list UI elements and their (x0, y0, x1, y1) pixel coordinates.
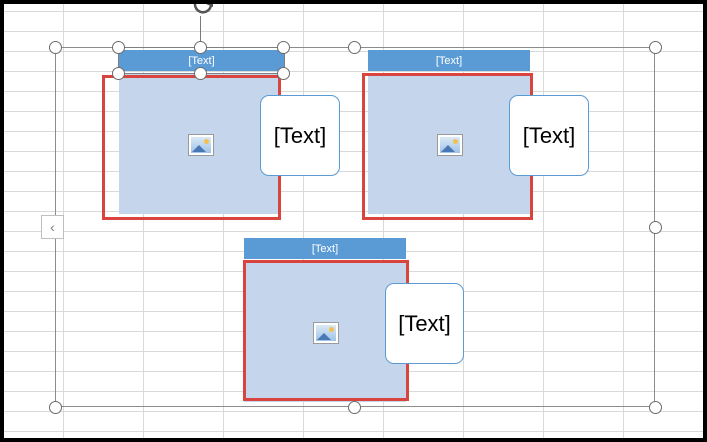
shape-2-body-text: [Text] (522, 122, 576, 148)
picture-placeholder-icon[interactable] (437, 134, 463, 156)
shape-resize-handle-top-center[interactable] (194, 41, 207, 54)
rotate-handle-icon[interactable] (189, 4, 219, 18)
shape-3-text-box[interactable]: [Text] (385, 283, 464, 364)
shape-2-highlight-outline (362, 73, 533, 220)
shape-resize-handle-top-left[interactable] (112, 41, 125, 54)
shape-1-body-text: [Text] (273, 122, 327, 148)
shape-resize-handle-top-right[interactable] (277, 41, 290, 54)
group-resize-handle-bottom-center[interactable] (348, 401, 361, 414)
shape-3-body-text: [Text] (398, 310, 451, 336)
shape-resize-handle-bottom-left[interactable] (112, 67, 125, 80)
shape-1-highlight-outline (102, 75, 281, 220)
shape-2-header[interactable]: [Text] (368, 50, 530, 71)
shape-3-header-text: [Text] (311, 242, 339, 255)
shape-3-header[interactable]: [Text] (244, 238, 406, 259)
shape-resize-handle-bottom-right[interactable] (277, 67, 290, 80)
shape-1-text-box[interactable]: [Text] (260, 95, 340, 176)
shape-1-picture-placeholder[interactable] (119, 74, 279, 214)
shape-1-header-text: [Text] (188, 54, 215, 67)
text-pane-toggle-button[interactable]: ‹ (41, 215, 64, 239)
shape-3-picture-placeholder[interactable] (244, 262, 406, 402)
shape-resize-handle-bottom-center[interactable] (194, 67, 207, 80)
picture-placeholder-icon[interactable] (188, 134, 214, 156)
chevron-left-icon: ‹ (50, 219, 55, 235)
group-resize-handle-middle-right[interactable] (649, 221, 662, 234)
shape-2-picture-placeholder[interactable] (368, 74, 530, 214)
shape-2-text-box[interactable]: [Text] (509, 95, 589, 176)
picture-placeholder-icon[interactable] (313, 322, 339, 344)
shape-1-header[interactable]: [Text] (119, 50, 284, 71)
spreadsheet-canvas: ‹ [Text] [Text] [Text] [Text] [Text] [Te… (4, 4, 703, 438)
group-resize-handle-top-center[interactable] (348, 41, 361, 54)
rotate-handle-stem (200, 16, 201, 48)
group-resize-handle-top-right[interactable] (649, 41, 662, 54)
group-resize-handle-bottom-right[interactable] (649, 401, 662, 414)
shape-2-header-text: [Text] (435, 54, 463, 67)
group-resize-handle-bottom-left[interactable] (49, 401, 62, 414)
group-resize-handle-top-left[interactable] (49, 41, 62, 54)
